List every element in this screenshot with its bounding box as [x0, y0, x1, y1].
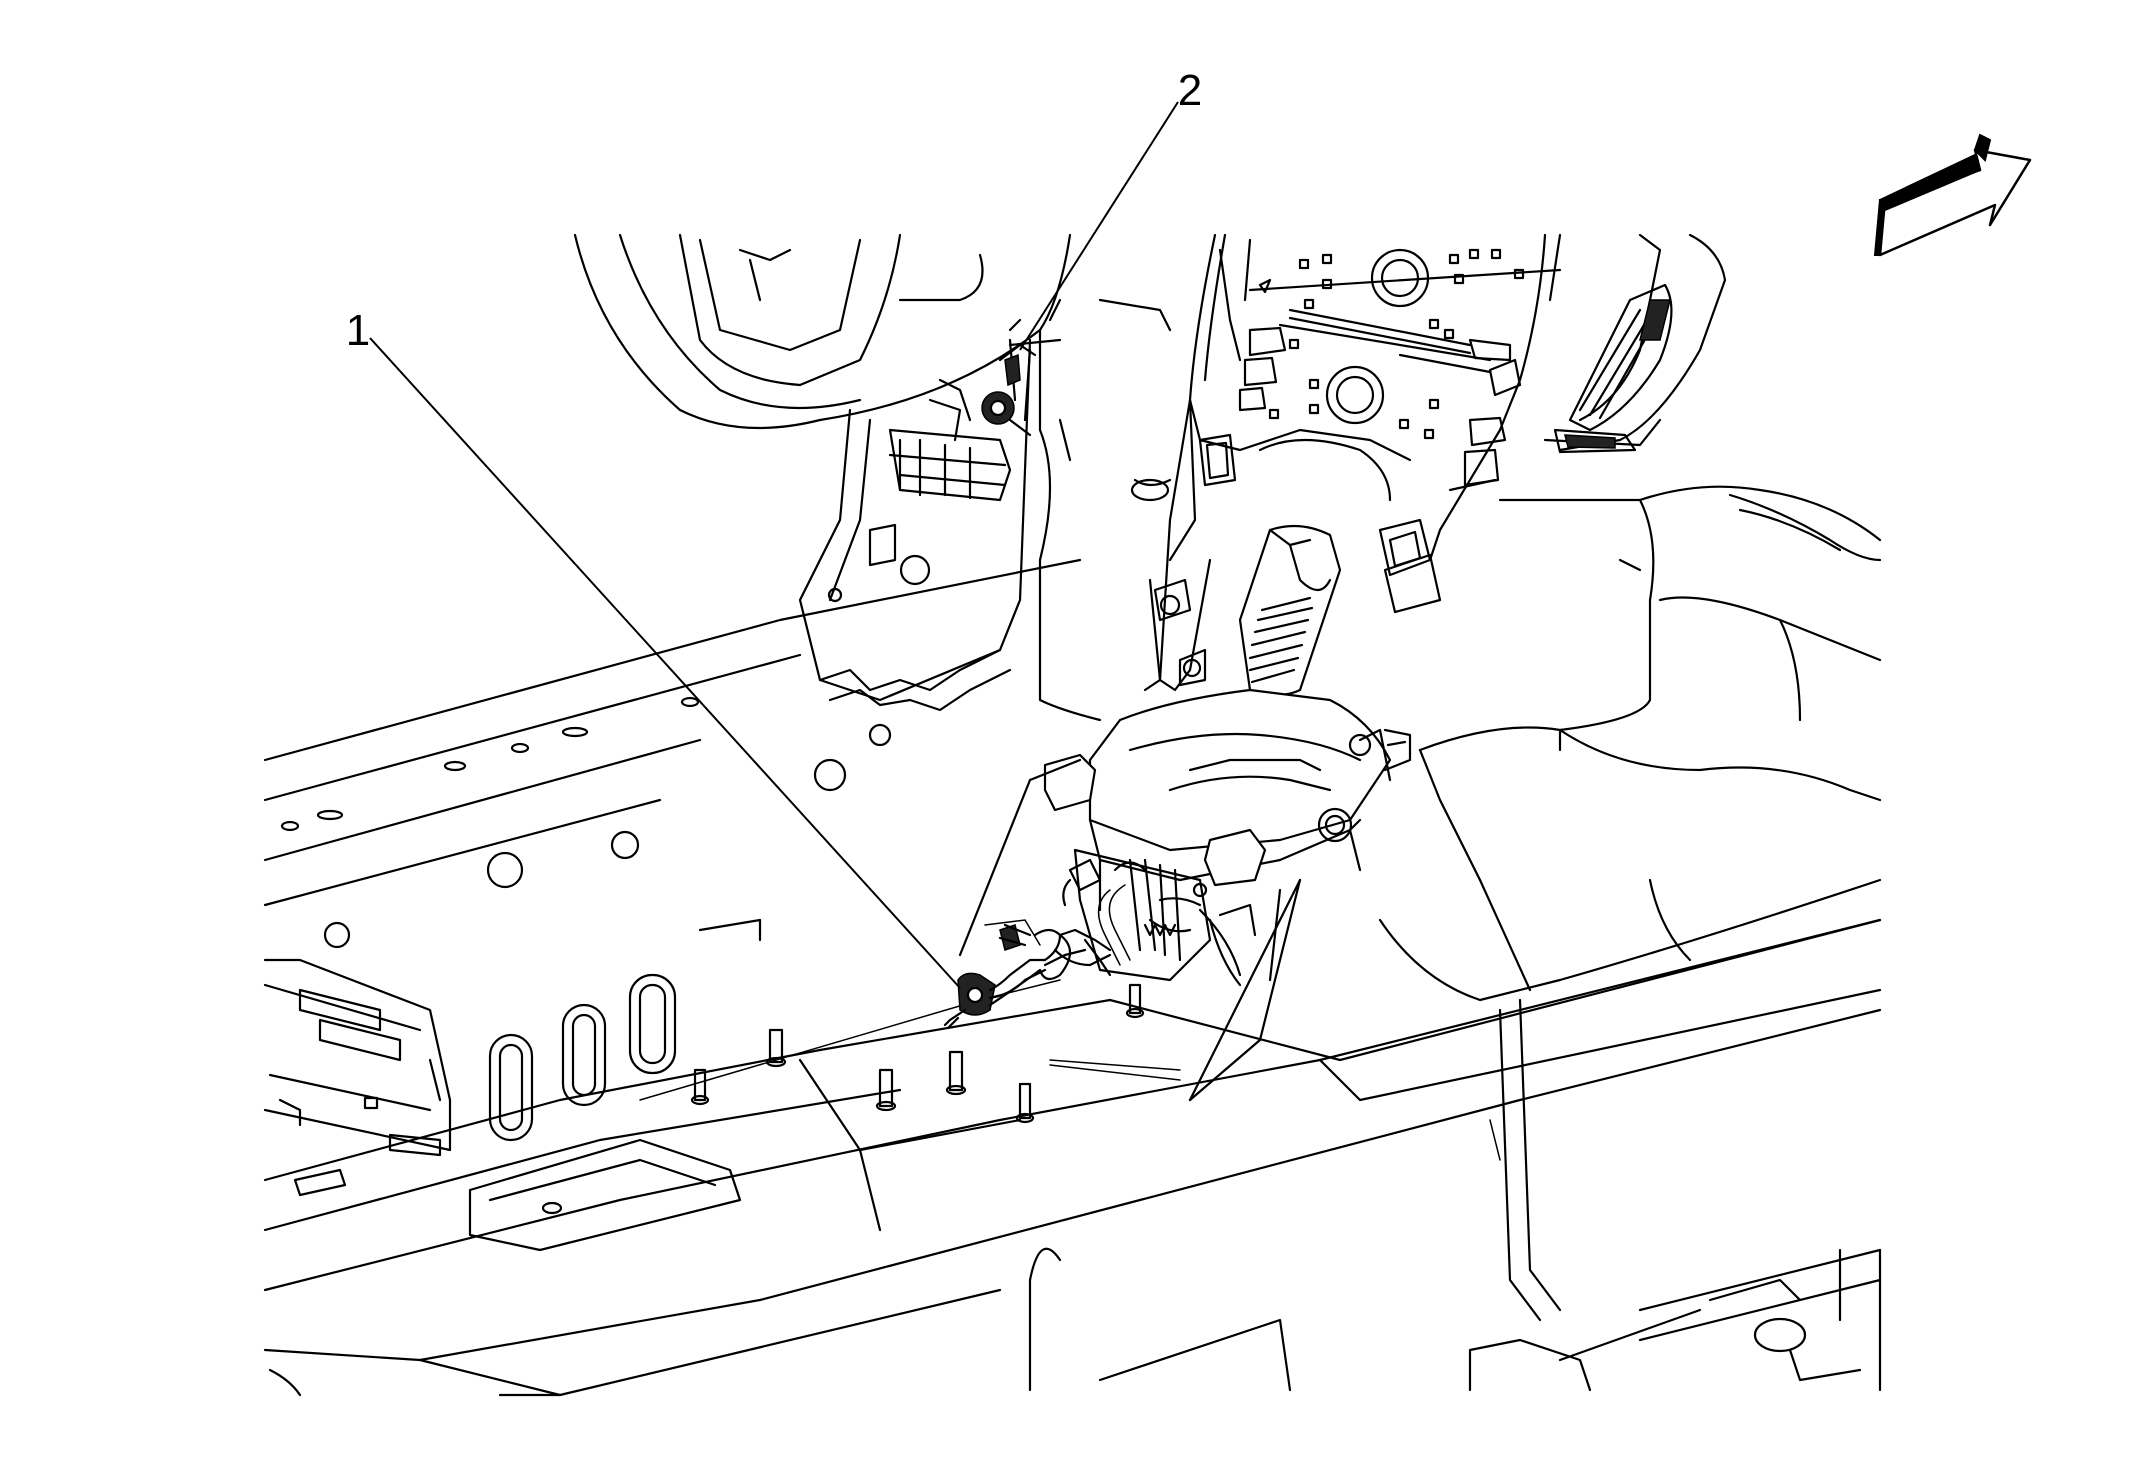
- dash-left-panel: [798, 298, 1172, 722]
- callout-leaders: [369, 101, 1179, 989]
- callout-2: 2: [1178, 66, 1202, 115]
- console-body: [1378, 485, 1882, 1002]
- floor-pan: [263, 558, 1882, 1397]
- shifter-assembly: [958, 398, 1412, 1102]
- callout-1: 1: [346, 306, 370, 355]
- component-1-connector: [943, 919, 1112, 1030]
- mounting-stud: [690, 983, 1145, 1124]
- right-vent: [1543, 233, 1727, 454]
- forward-direction-arrow-icon: [1873, 133, 2032, 257]
- component-2-connector: [981, 338, 1037, 437]
- center-stack: [1143, 233, 1562, 692]
- steering-wheel: [573, 233, 1072, 430]
